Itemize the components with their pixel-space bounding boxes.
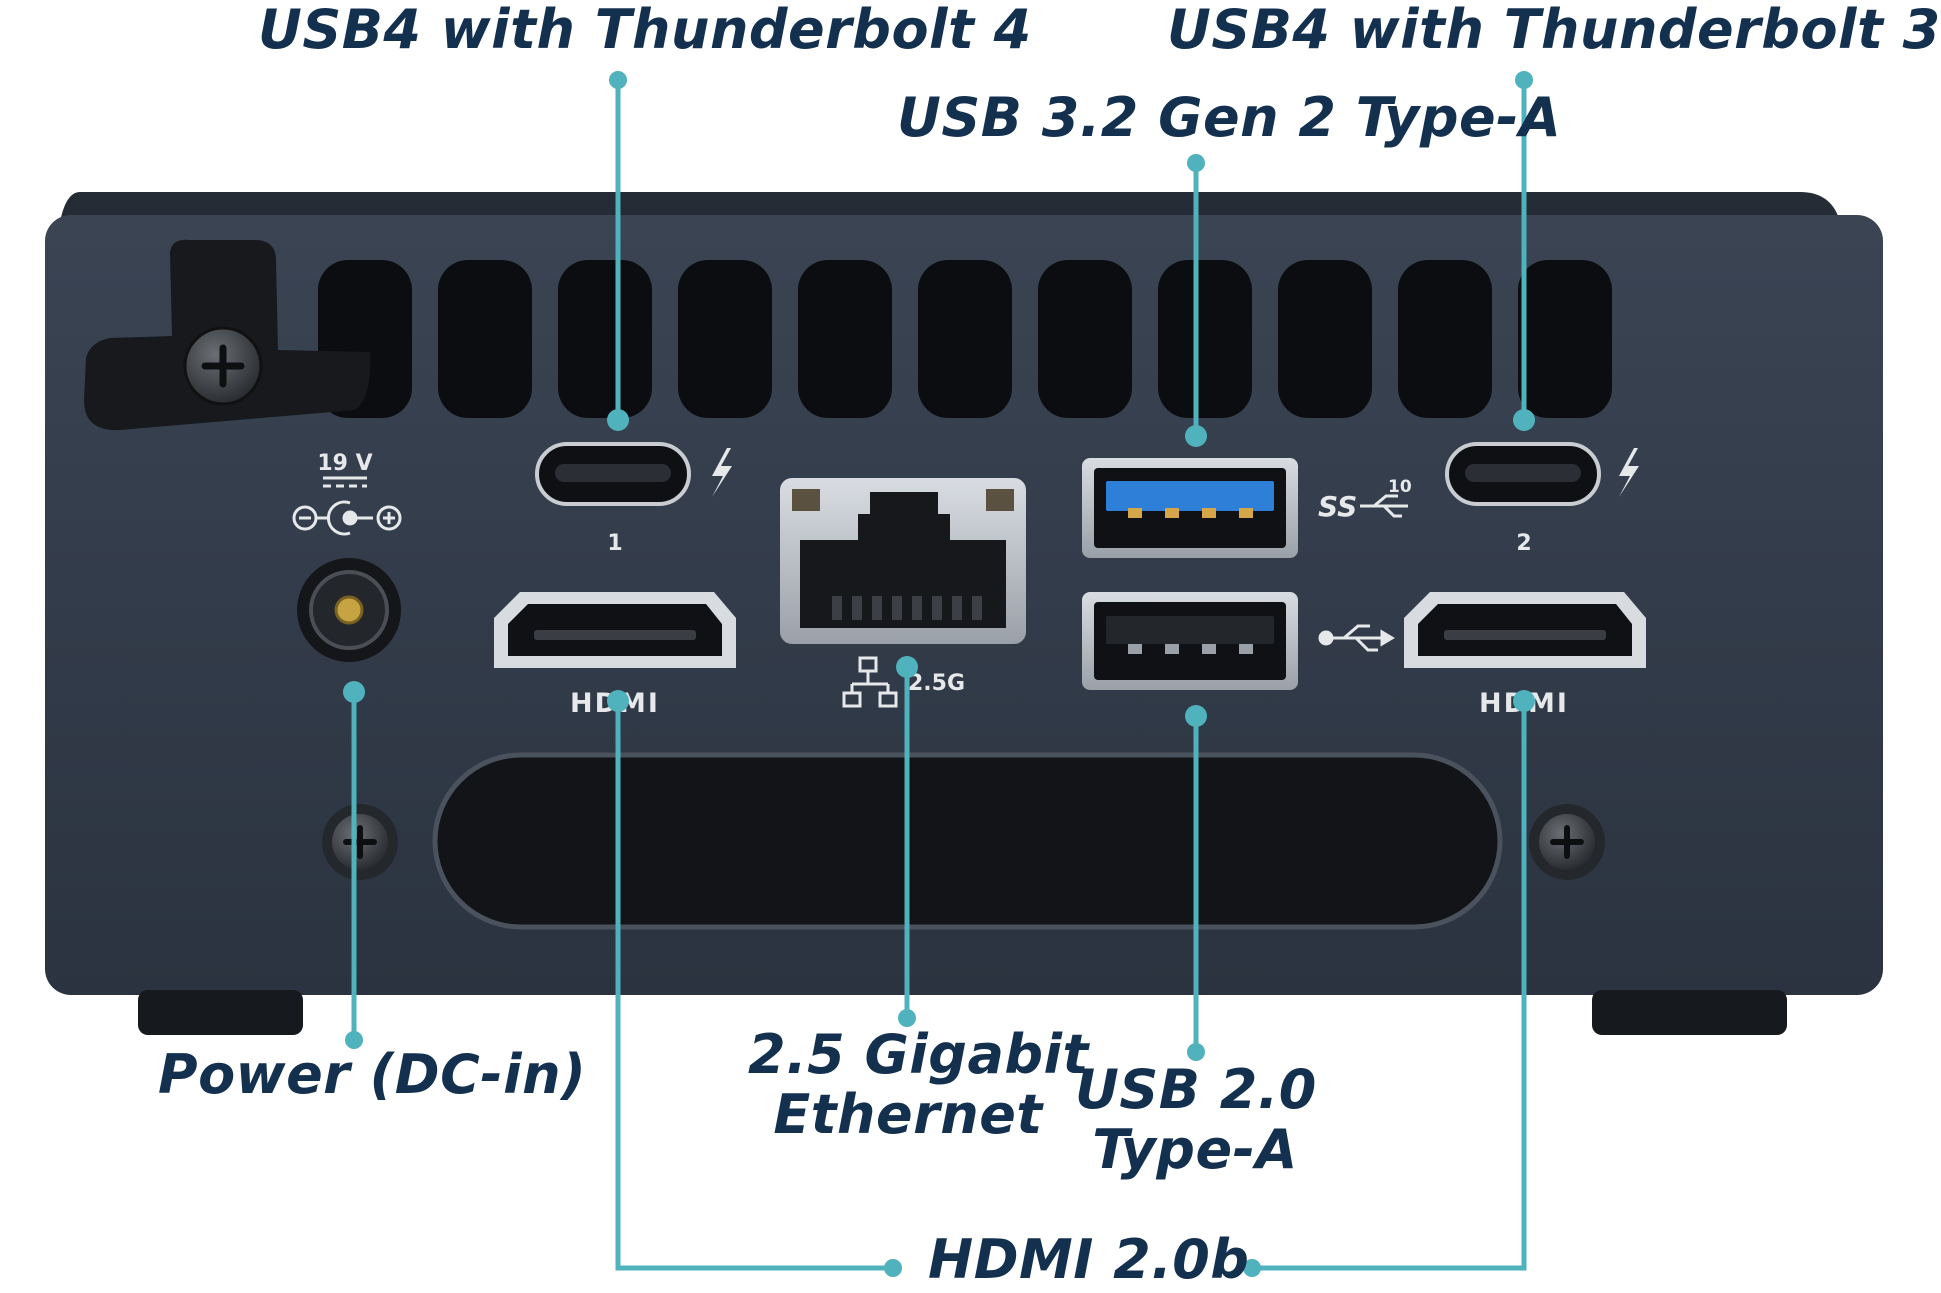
port-number-1: 1 bbox=[607, 531, 622, 556]
dc-power-jack bbox=[297, 558, 401, 662]
thunderbolt-port-1 bbox=[535, 442, 691, 506]
ss-label: SS bbox=[1318, 490, 1357, 523]
vent-slots bbox=[318, 260, 1612, 418]
label-hdmi-2-0b: HDMI 2.0b bbox=[928, 1228, 1250, 1291]
thunderbolt-port-2 bbox=[1445, 442, 1601, 506]
label-usb4-thunderbolt-3: USB4 with Thunderbolt 3 bbox=[1167, 0, 1941, 61]
foot-left bbox=[138, 990, 303, 1035]
vent-slot bbox=[1038, 260, 1132, 418]
callout-line-hdmi-right bbox=[1252, 701, 1527, 1271]
hdmi-port-right bbox=[1404, 592, 1646, 668]
label-usb-2-0-type-a: USB 2.0 Type-A bbox=[1075, 1058, 1317, 1182]
vent-slot bbox=[438, 260, 532, 418]
callout-lines bbox=[351, 80, 1527, 1271]
vent-slot bbox=[558, 260, 652, 418]
chassis-top bbox=[60, 192, 1840, 222]
network-icon bbox=[842, 656, 898, 708]
vent-slot bbox=[1278, 260, 1372, 418]
usb-icon bbox=[1318, 624, 1395, 652]
vent-slot bbox=[918, 260, 1012, 418]
usb-2-0-port bbox=[1082, 592, 1298, 690]
vent-slot bbox=[798, 260, 892, 418]
thunderbolt-icon bbox=[712, 448, 732, 497]
voltage-marking: 19 V bbox=[317, 451, 372, 476]
port-number-2: 2 bbox=[1516, 531, 1531, 556]
vent-slot bbox=[1398, 260, 1492, 418]
label-usb4-thunderbolt-4: USB4 with Thunderbolt 4 bbox=[258, 0, 1032, 61]
vent-slot bbox=[1518, 260, 1612, 418]
callout-dots bbox=[343, 71, 1535, 1277]
screw-lower-right bbox=[1529, 804, 1605, 880]
label-ethernet-line-2: Ethernet bbox=[773, 1083, 1043, 1147]
label-ethernet-line-1: 2.5 Gigabit bbox=[748, 1023, 1089, 1086]
thunderbolt-icon bbox=[1619, 448, 1639, 497]
label-2-5-gigabit-ethernet: 2.5 Gigabit Ethernet bbox=[748, 1023, 1089, 1147]
usb-superspeed-icon: SS 10 bbox=[1318, 477, 1412, 523]
usb-3-2-port bbox=[1082, 458, 1298, 558]
label-power-dc-in: Power (DC-in) bbox=[158, 1043, 587, 1106]
hdmi-port-left bbox=[494, 592, 736, 668]
bottom-access-panel bbox=[432, 752, 1503, 930]
label-usb20-line-1: USB 2.0 bbox=[1075, 1058, 1317, 1121]
foot-right bbox=[1592, 990, 1787, 1035]
vent-slot bbox=[1158, 260, 1252, 418]
screw-lower-left bbox=[322, 804, 398, 880]
lan-speed-marking: 2.5G bbox=[908, 671, 965, 696]
callout-line-hdmi bbox=[615, 701, 893, 1271]
ethernet-port bbox=[780, 478, 1026, 644]
label-usb-3-2-gen-2-type-a: USB 3.2 Gen 2 Type-A bbox=[897, 86, 1562, 149]
dc-polarity-icon bbox=[292, 500, 402, 536]
vent-slot bbox=[678, 260, 772, 418]
ss-rate: 10 bbox=[1388, 477, 1412, 497]
label-usb20-line-2: Type-A bbox=[1092, 1118, 1298, 1182]
bracket-screw bbox=[183, 326, 263, 406]
